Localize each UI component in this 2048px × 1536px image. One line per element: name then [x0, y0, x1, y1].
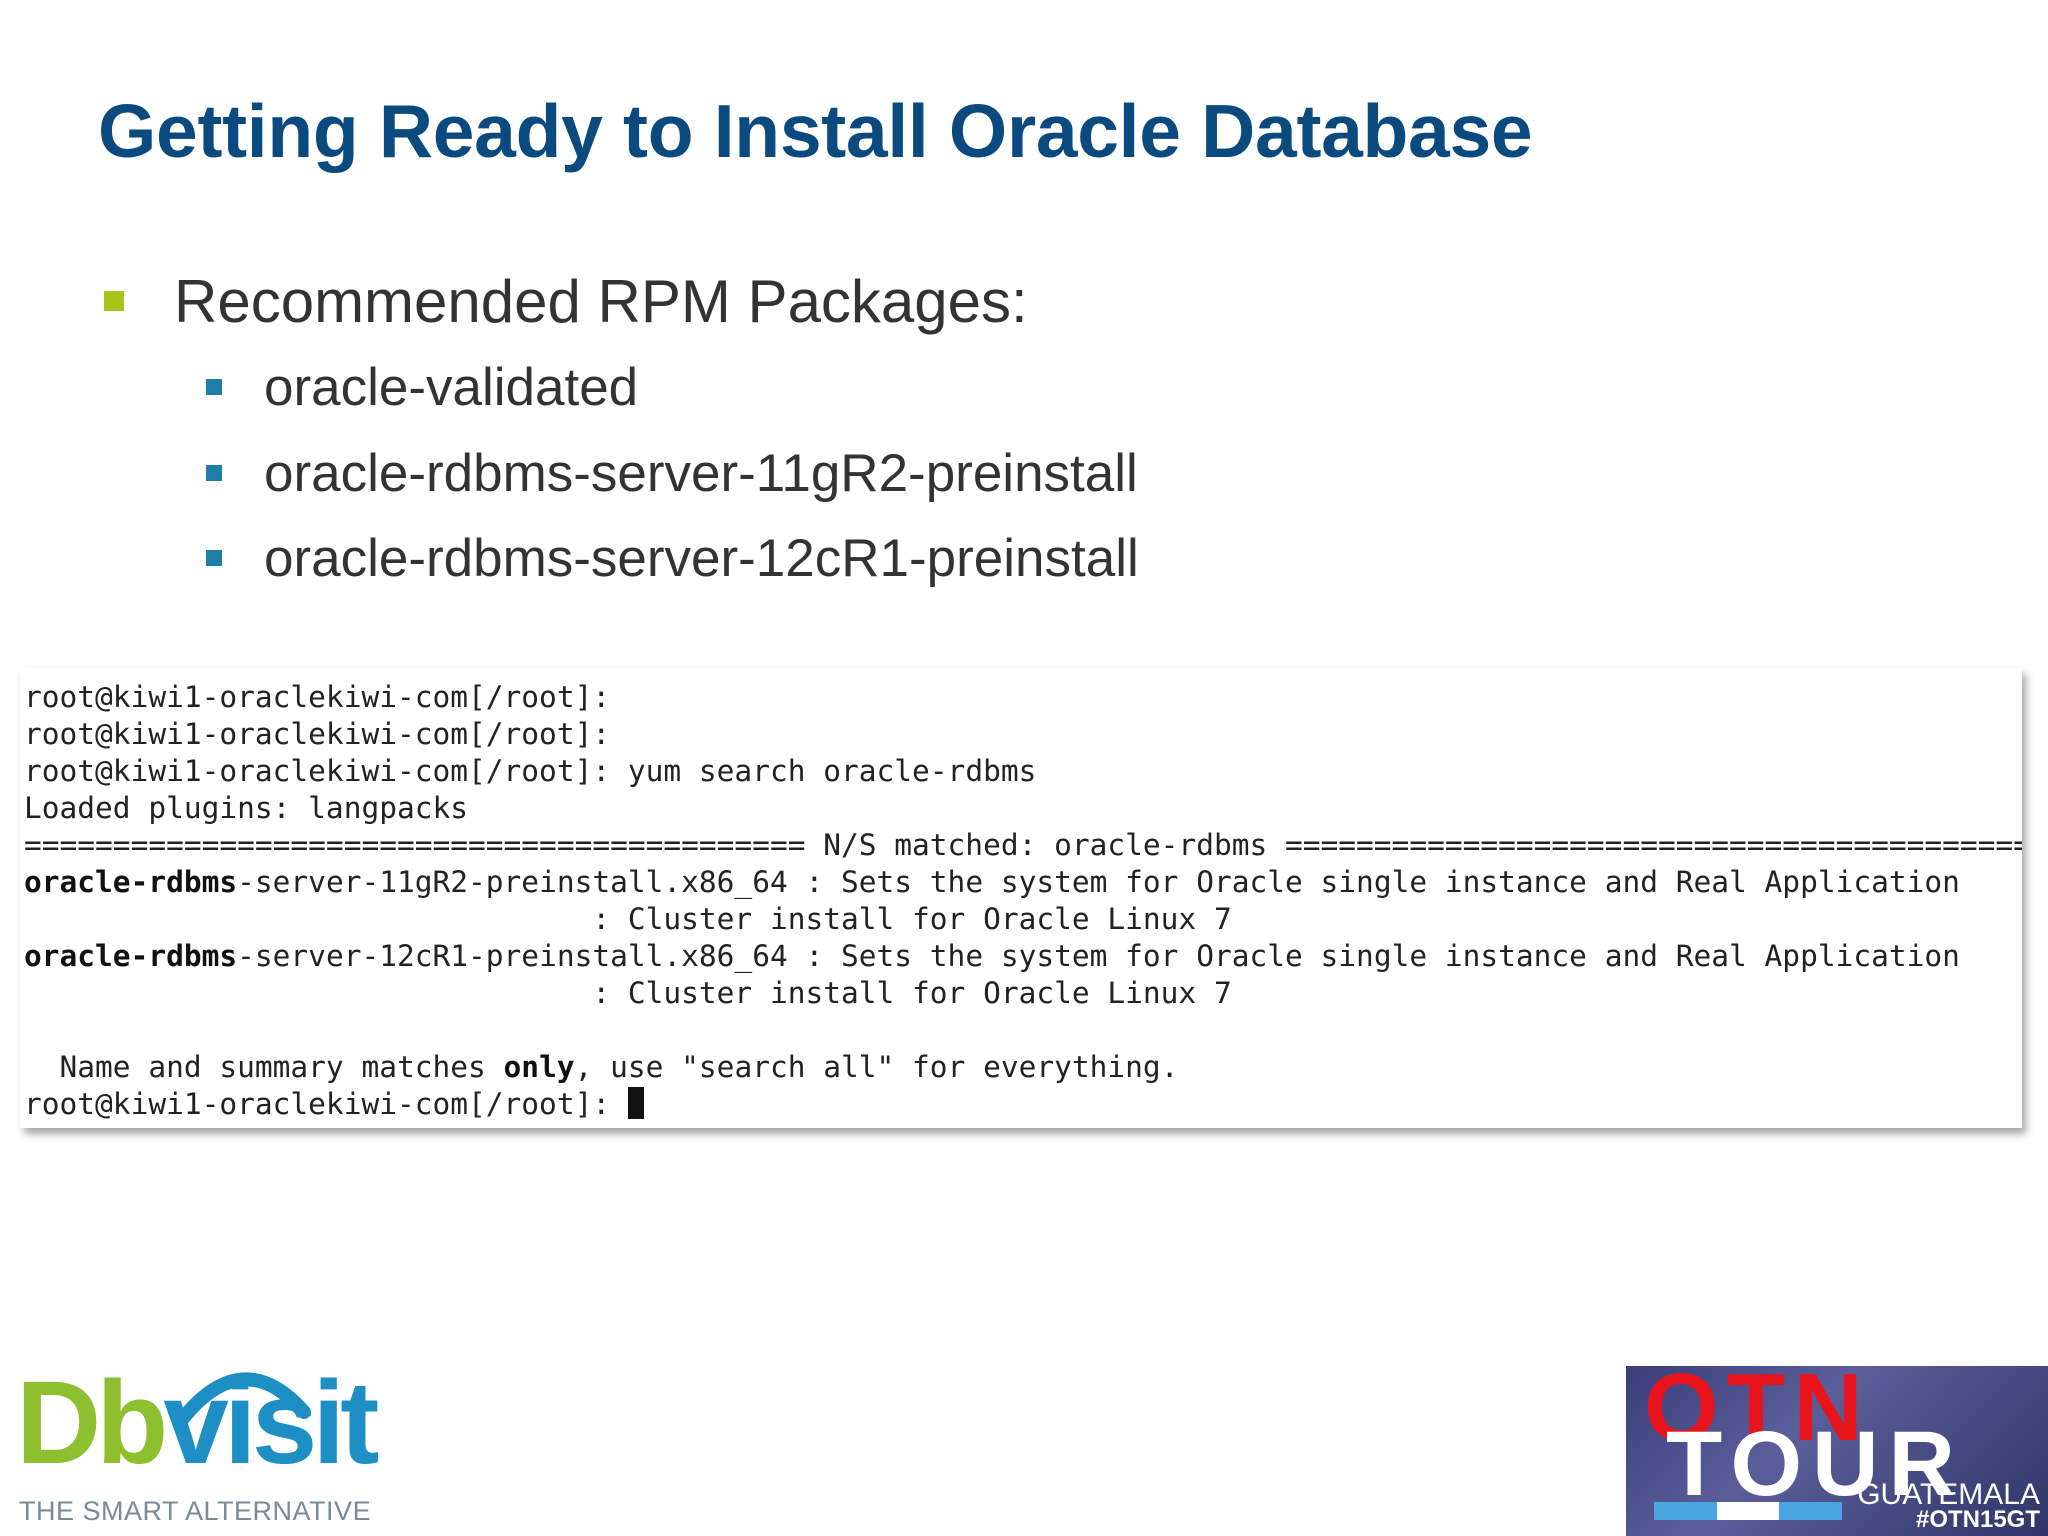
note-emphasis: only	[503, 1050, 575, 1084]
terminal-output-note: Name and summary matches only, use "sear…	[24, 1049, 1179, 1086]
sub-bullet-oracle-validated: oracle-validated	[206, 352, 638, 422]
note-text: , use "search all" for everything.	[574, 1050, 1179, 1084]
terminal-output-package-cont: : Cluster install for Oracle Linux 7	[24, 976, 1232, 1010]
sub-bullet-text: oracle-validated	[264, 357, 639, 417]
terminal-cursor	[627, 1087, 644, 1119]
bullet-recommended-rpm: Recommended RPM Packages:	[104, 264, 1028, 338]
terminal-command-line: root@kiwi1-oraclekiwi-com[/root]: yum se…	[24, 753, 1036, 790]
sub-bullet-text: oracle-rdbms-server-11gR2-preinstall	[264, 443, 1138, 503]
prompt-text: root@kiwi1-oraclekiwi-com[/root]:	[24, 717, 611, 751]
logo-arc-icon	[173, 1372, 311, 1429]
command-text: yum search oracle-rdbms	[610, 754, 1037, 788]
terminal-output-package: oracle-rdbms-server-12cR1-preinstall.x86…	[24, 938, 1960, 975]
sub-bullet-text: oracle-rdbms-server-12cR1-preinstall	[264, 528, 1139, 588]
prompt-text: root@kiwi1-oraclekiwi-com[/root]:	[24, 1087, 628, 1121]
tour-text: TOUR	[1666, 1413, 1965, 1515]
note-text: Name and summary matches	[24, 1050, 504, 1084]
terminal-screenshot: root@kiwi1-oraclekiwi-com[/root]: root@k…	[20, 668, 2022, 1128]
terminal-output-separator: ========================================…	[24, 828, 2022, 862]
terminal-output-plugins: Loaded plugins: langpacks	[24, 791, 469, 825]
package-text: -server-12cR1-preinstall.x86_64 : Sets t…	[237, 939, 1960, 973]
terminal-output-package: oracle-rdbms-server-11gR2-preinstall.x86…	[24, 864, 1960, 901]
match-highlight: oracle-rdbms	[24, 865, 238, 899]
prompt-text: root@kiwi1-oraclekiwi-com[/root]:	[24, 680, 611, 714]
terminal-prompt-line: root@kiwi1-oraclekiwi-com[/root]:	[24, 716, 610, 753]
logo-visit-text: visit	[163, 1357, 379, 1489]
sub-bullet-12cr1-preinstall: oracle-rdbms-server-12cR1-preinstall	[206, 523, 1139, 593]
otn-tour-badge: OTN TOUR GUATEMALA #OTN15GT	[1626, 1366, 2048, 1536]
bullet-text: Recommended RPM Packages:	[174, 267, 1028, 335]
prompt-text: root@kiwi1-oraclekiwi-com[/root]:	[24, 754, 611, 788]
sub-bullet-square-icon	[206, 465, 222, 481]
terminal-prompt-line: root@kiwi1-oraclekiwi-com[/root]:	[24, 679, 610, 716]
otn-text: OTN	[1644, 1366, 1871, 1461]
terminal-prompt-line: root@kiwi1-oraclekiwi-com[/root]:	[24, 1086, 644, 1123]
sub-bullet-square-icon	[206, 379, 222, 395]
otn-place: GUATEMALA	[1857, 1478, 2040, 1511]
dbvisit-logo: Dbvisit THE SMART ALTERNATIVE	[16, 1356, 396, 1536]
slide-title: Getting Ready to Install Oracle Database	[98, 89, 1533, 173]
sub-bullet-11gr2-preinstall: oracle-rdbms-server-11gR2-preinstall	[206, 438, 1138, 508]
guatemala-flag-icon	[1654, 1502, 1843, 1520]
terminal-output-package-cont: : Cluster install for Oracle Linux 7	[24, 902, 1232, 936]
bullet-square-icon	[104, 291, 124, 311]
match-highlight: oracle-rdbms	[24, 939, 238, 973]
logo-db-text: Db	[16, 1357, 168, 1489]
otn-hashtag: #OTN15GT	[1915, 1506, 2040, 1533]
dbvisit-wordmark: Dbvisit	[16, 1364, 379, 1482]
dbvisit-tagline: THE SMART ALTERNATIVE	[19, 1496, 372, 1526]
package-text: -server-11gR2-preinstall.x86_64 : Sets t…	[237, 865, 1960, 899]
sub-bullet-square-icon	[206, 550, 222, 566]
